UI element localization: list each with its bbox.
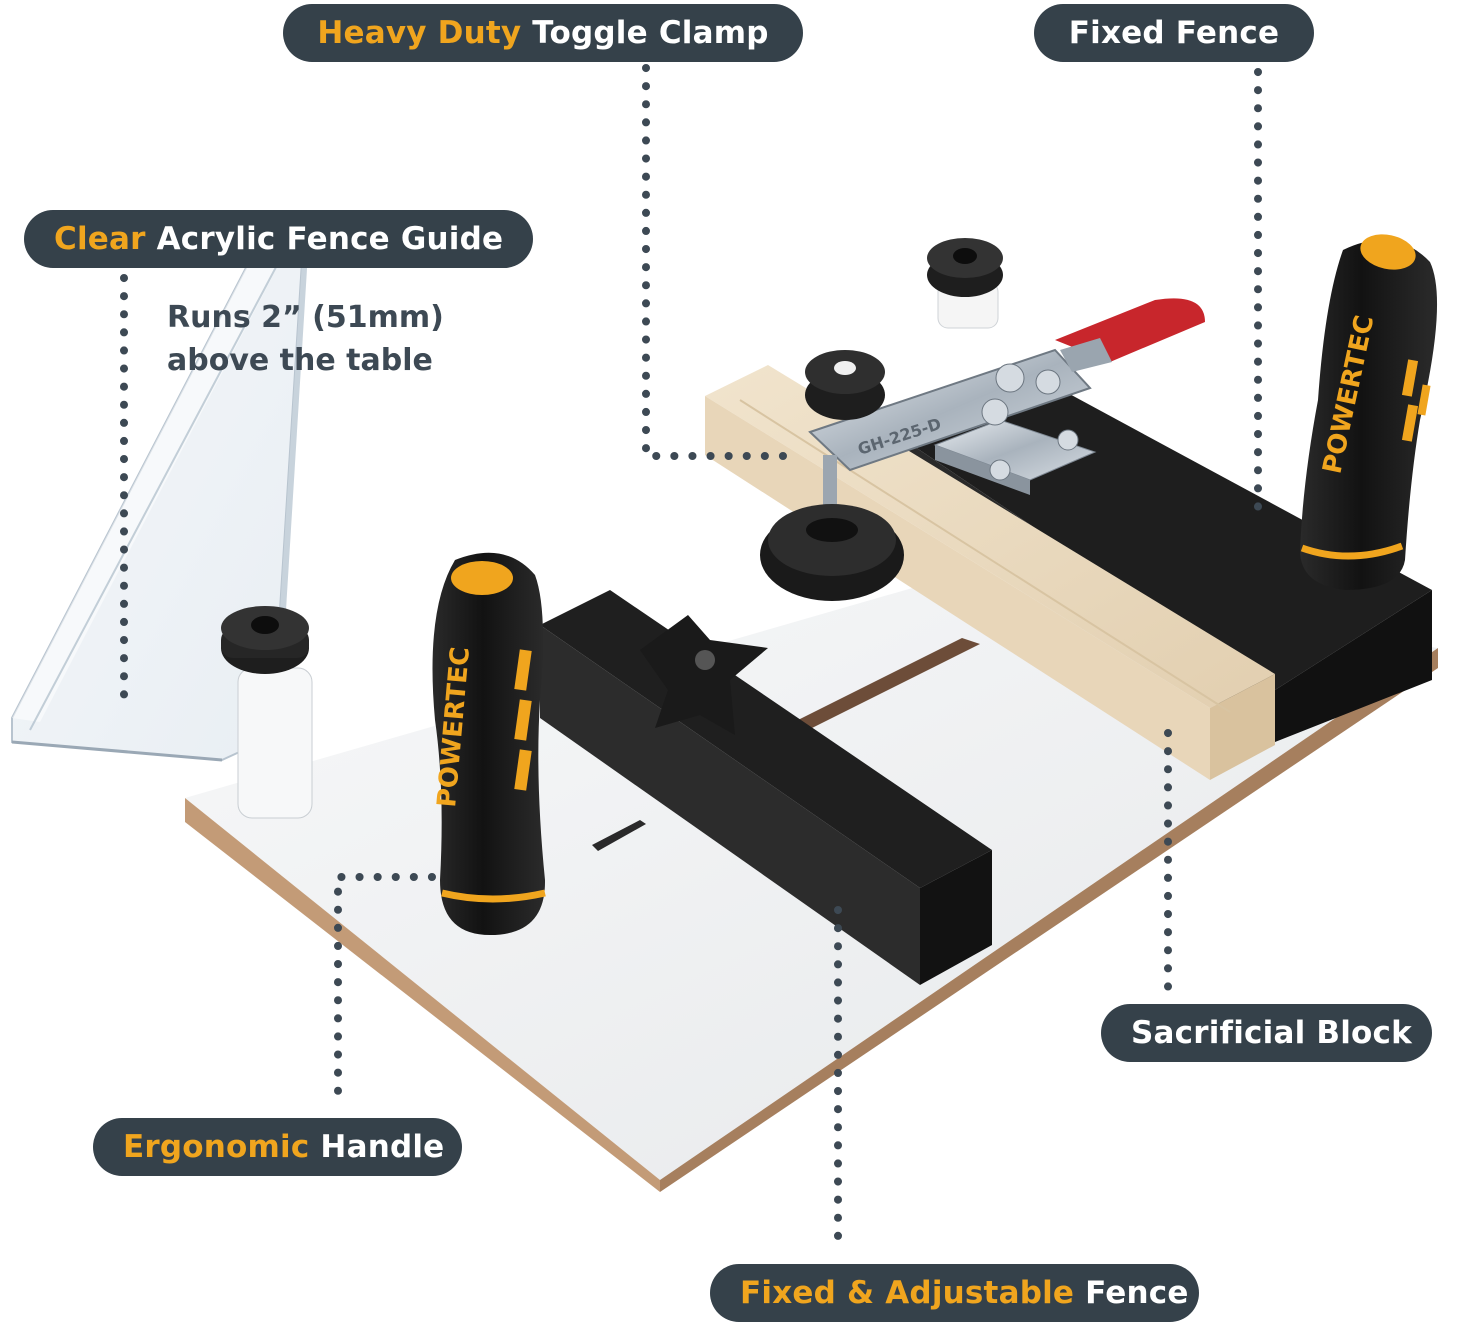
rear-handle: POWERTEC <box>1300 234 1438 590</box>
callout-acrylic-guide: Clear Acrylic Fence Guide <box>24 210 533 268</box>
guide-knob-front <box>221 606 313 819</box>
callout-adjustable-fence-highlight: Fixed & Adjustable <box>740 1275 1075 1311</box>
callout-toggle-clamp-text: Toggle Clamp <box>521 15 769 51</box>
callout-sacrificial-block: Sacrificial Block <box>1101 1004 1432 1062</box>
guide-knob-rear <box>927 238 1003 329</box>
callout-toggle-clamp-highlight: Heavy Duty <box>317 15 522 51</box>
callout-adjustable-fence: Fixed & Adjustable Fence <box>710 1264 1199 1322</box>
callout-fixed-fence-text: Fixed Fence <box>1068 15 1280 51</box>
leader-lines <box>120 64 1262 1256</box>
note-line-1: Runs 2” (51mm) <box>167 300 444 335</box>
callout-ergonomic-handle: Ergonomic Handle <box>93 1118 462 1176</box>
callout-adjustable-fence-text: Fence <box>1074 1275 1189 1311</box>
callout-sacrificial-block-text: Sacrificial Block <box>1131 1015 1412 1051</box>
callout-ergonomic-handle-text: Handle <box>309 1129 445 1165</box>
front-handle: POWERTEC <box>432 552 546 935</box>
callout-acrylic-guide-highlight: Clear <box>54 221 146 257</box>
note-line-2: above the table <box>167 343 433 378</box>
callout-ergonomic-handle-highlight: Ergonomic <box>123 1129 310 1165</box>
adjustable-fence <box>540 590 992 985</box>
acrylic-guide-note: Runs 2” (51mm) above the table <box>167 296 444 382</box>
leader-ergonomic-handle <box>334 873 436 1112</box>
callout-toggle-clamp: Heavy Duty Toggle Clamp <box>283 4 803 62</box>
leader-toggle-clamp <box>642 64 804 460</box>
toggle-clamp: GH-225-D <box>760 298 1205 601</box>
callout-acrylic-guide-text: Acrylic Fence Guide <box>145 221 504 257</box>
callout-fixed-fence: Fixed Fence <box>1034 4 1314 62</box>
